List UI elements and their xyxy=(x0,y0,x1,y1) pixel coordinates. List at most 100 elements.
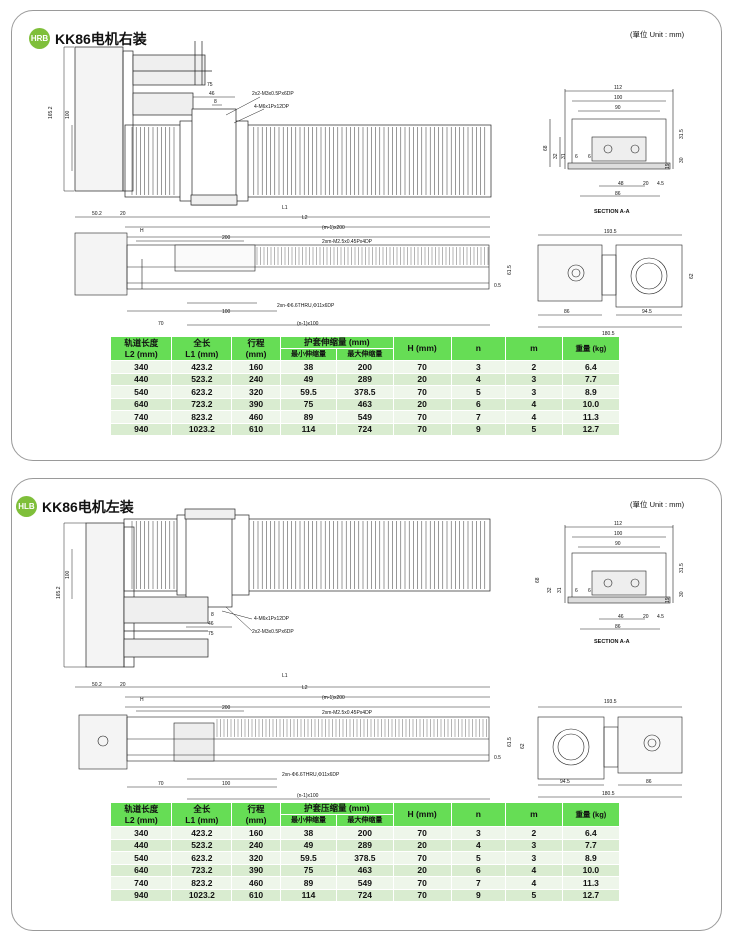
section-label: SECTION A-A xyxy=(594,639,630,645)
model-badge: HRB xyxy=(29,28,50,49)
end-dim-94-5: 94.5 xyxy=(642,309,652,315)
section-label: SECTION A-A xyxy=(594,209,630,215)
dim-8: 8 xyxy=(211,612,214,618)
dim-75: 75 xyxy=(208,631,214,637)
col-max: 最大伸缩量 xyxy=(336,348,394,361)
sec-dim-31: 31 xyxy=(561,153,567,159)
dim-75: 75 xyxy=(207,82,213,88)
plan-dim-l2: L2 xyxy=(302,215,308,221)
panel-hlb: HLB KK86电机左装 (單位 Unit : mm) 4-M6x1Px12DP xyxy=(11,478,722,931)
sec-dim-86: 86 xyxy=(615,624,621,630)
dim-thread-small: 2x2-M3x0.5Px6DP xyxy=(252,629,294,635)
plan-dim-h: H xyxy=(140,228,144,234)
sec-dim-6a: 6 xyxy=(575,154,578,160)
spec-table: 轨道长度 L2 (mm) 全长 L1 (mm) 行程 (mm) 护套压缩量 (m… xyxy=(109,802,621,902)
sec-dim-68: 68 xyxy=(535,577,541,583)
dim-thread-small: 2x2-M3x0.5Px6DP xyxy=(252,91,294,97)
plan-dim-h: H xyxy=(140,697,144,703)
sec-dim-19: 19 xyxy=(665,597,671,603)
sec-dim-90: 90 xyxy=(615,541,621,547)
plan-dim-n-100: (n-1)x100 xyxy=(297,321,319,327)
sec-dim-4-5: 4.5 xyxy=(657,614,664,620)
sec-dim-20: 20 xyxy=(643,181,649,187)
end-dim-86: 86 xyxy=(564,309,570,315)
spec-table: 轨道长度 L2 (mm) 全长 L1 (mm) 行程 (mm) 护套伸缩量 (m… xyxy=(109,336,621,436)
sec-dim-31-5: 31.5 xyxy=(679,563,685,573)
sec-dim-30: 30 xyxy=(679,157,685,163)
sec-dim-6a: 6 xyxy=(575,588,578,594)
panel-hrb: HRB KK86电机右装 (單位 Unit : mm) xyxy=(11,10,722,461)
plan-dim-n-100: (n-1)x100 xyxy=(297,793,319,799)
unit-note: (單位 Unit : mm) xyxy=(630,30,685,39)
plan-dim-thread: 2xm-M2.5x0.45Px4DP xyxy=(322,710,373,716)
sec-dim-86: 86 xyxy=(615,191,621,197)
end-dim-86: 86 xyxy=(646,779,652,785)
end-dim-94-5: 94.5 xyxy=(560,779,570,785)
col-weight: 重量 (kg) xyxy=(561,802,621,827)
sec-dim-32: 32 xyxy=(553,153,559,159)
sec-dim-31: 31 xyxy=(557,587,563,593)
plan-dim-holes: 2xn-Φ6.6THRU,Φ11x6DP xyxy=(277,303,335,309)
col-min: 最小伸缩量 xyxy=(279,348,338,361)
end-dim-62: 62 xyxy=(689,273,695,279)
sec-dim-100: 100 xyxy=(614,531,623,537)
plan-dim-holes: 2xn-Φ6.6THRU,Φ11x6DP xyxy=(282,772,340,778)
plan-dim-20: 20 xyxy=(120,211,126,217)
col-n: n xyxy=(450,336,507,361)
sec-dim-112: 112 xyxy=(614,85,622,91)
plan-dim-100: 100 xyxy=(222,781,231,787)
end-dim-62: 62 xyxy=(520,743,526,749)
sec-dim-100: 100 xyxy=(614,95,623,101)
dim-165-2: 165.2 xyxy=(56,586,62,599)
col-weight: 重量 (kg) xyxy=(561,336,621,361)
col-l2: 轨道长度 L2 (mm) xyxy=(109,336,173,361)
plan-dim-70: 70 xyxy=(158,781,164,787)
end-dim-193-5: 193.5 xyxy=(604,699,617,705)
sec-dim-48: 48 xyxy=(618,181,624,187)
model-badge: HLB xyxy=(16,496,37,517)
sec-dim-30: 30 xyxy=(679,591,685,597)
panel-title: KK86电机右装 xyxy=(55,31,147,47)
sec-dim-4-5: 4.5 xyxy=(657,181,664,187)
col-max: 最大伸缩量 xyxy=(336,814,394,827)
plan-dim-50-2: 50.2 xyxy=(92,682,102,688)
col-group-bellows: 护套压缩量 (mm) xyxy=(279,802,394,815)
plan-dim-l1: L1 xyxy=(282,673,288,679)
plan-dim-l2: L2 xyxy=(302,685,308,691)
unit-note: (單位 Unit : mm) xyxy=(630,500,685,509)
col-m: m xyxy=(505,336,563,361)
plan-dim-l1: L1 xyxy=(282,205,288,211)
col-l2: 轨道长度 L2 (mm) xyxy=(109,802,173,827)
plan-dim-100: 100 xyxy=(222,309,231,315)
sec-dim-20: 20 xyxy=(643,614,649,620)
dim-100: 100 xyxy=(65,570,71,579)
sec-dim-6b: 6 xyxy=(588,154,591,160)
plan-dim-m-200: (m-1)x200 xyxy=(322,695,345,701)
panel-title: KK86电机左装 xyxy=(42,499,134,515)
sec-dim-19: 19 xyxy=(665,163,671,169)
col-h: H (mm) xyxy=(392,336,452,361)
plan-dim-20: 20 xyxy=(120,682,126,688)
sec-dim-46: 46 xyxy=(618,614,624,620)
plan-dim-61-5: 61.5 xyxy=(507,737,513,747)
dim-46: 46 xyxy=(208,621,214,627)
plan-dim-70: 70 xyxy=(158,321,164,327)
col-stroke: 行程 (mm) xyxy=(231,802,281,827)
sec-dim-90: 90 xyxy=(615,105,621,111)
dim-thread-large: 4-M6x1Px12DP xyxy=(254,616,290,622)
plan-dim-200: 200 xyxy=(222,235,231,241)
col-n: n xyxy=(450,802,507,827)
plan-dim-200: 200 xyxy=(222,705,231,711)
col-stroke: 行程 (mm) xyxy=(231,336,281,361)
plan-dim-0-5: 0.5 xyxy=(494,755,501,761)
col-l1: 全长 L1 (mm) xyxy=(171,802,233,827)
